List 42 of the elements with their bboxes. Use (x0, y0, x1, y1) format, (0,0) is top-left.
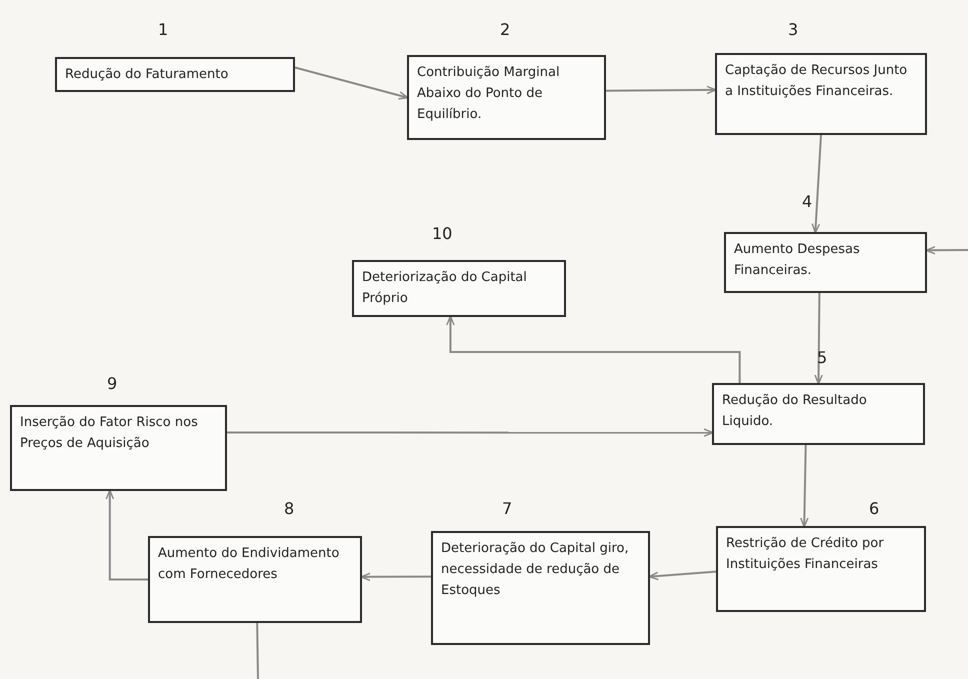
arrow (227, 428, 714, 437)
arrow (294, 66, 409, 100)
arrow (800, 444, 809, 528)
box-text: Deterioração do Capital giro, necessidade de redução de Estoques (441, 540, 630, 600)
step-number: 5 (817, 348, 828, 367)
step-number: 9 (107, 374, 118, 393)
process-box (712, 383, 925, 445)
arrow (606, 86, 717, 94)
process-box (148, 536, 362, 623)
arrow (812, 134, 822, 234)
box-text: Inserção do Fator Risco nos Preços de Aquisição (20, 414, 199, 453)
arrow (925, 246, 968, 255)
step-number: 6 (869, 499, 880, 518)
step-number: 3 (788, 20, 798, 39)
process-box (715, 53, 927, 135)
step-number: 2 (500, 20, 510, 39)
arrow (106, 489, 148, 580)
step-number: 1 (158, 20, 168, 39)
step-number: 10 (432, 224, 452, 243)
arrow (648, 570, 716, 580)
box-text: Redução do Resultado Liquido. (722, 392, 868, 431)
box-text: Deteriorização do Capital Próprio (362, 269, 528, 308)
connector-line (256, 622, 259, 679)
arrow (360, 572, 431, 582)
step-number: 8 (284, 499, 294, 518)
box-text: Contribuição Marginal Abaixo do Ponto de Equilíbrio. (417, 64, 561, 124)
step-number: 7 (502, 499, 512, 518)
process-box (10, 405, 227, 491)
box-text: Aumento do Endividamento com Fornecedores (158, 545, 340, 584)
box-text: Redução do Faturamento (65, 66, 230, 84)
box-text: Restrição de Crédito por Instituições Financeiras (726, 535, 885, 574)
process-box (724, 232, 927, 293)
arrow (814, 292, 823, 385)
process-box (407, 55, 606, 140)
process-box (352, 260, 566, 317)
box-text: Captação de Recursos Junto a Instituições Financeiras. (725, 62, 908, 101)
arrow (446, 315, 741, 383)
process-box (55, 57, 295, 92)
step-number: 4 (802, 192, 812, 211)
process-box (716, 526, 926, 612)
process-box (431, 531, 650, 645)
box-text: Aumento Despesas Financeiras. (734, 241, 861, 280)
